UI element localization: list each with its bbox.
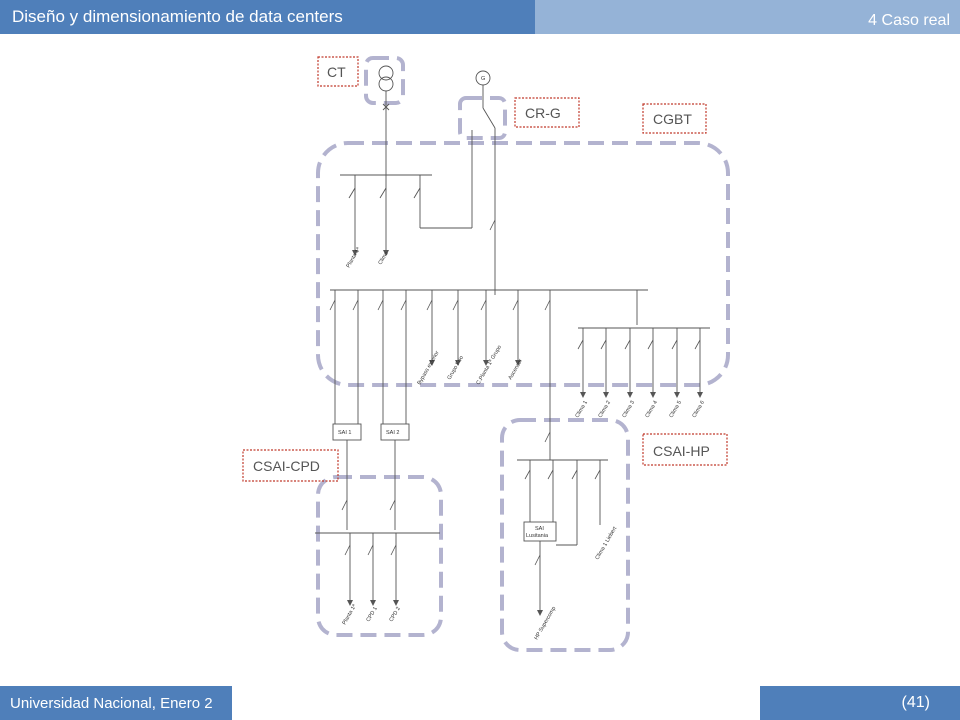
clima-load-label: Clima 4 (645, 400, 660, 419)
sai-lusitania-label-2: Lusitania (526, 533, 549, 539)
csai-hp-region (500, 418, 630, 652)
csai-hp-label: CSAI-HP (653, 443, 710, 459)
transformer-icon (378, 65, 394, 81)
sai-lusitania-label: SAI (535, 526, 544, 532)
clima-load-label: Clima 3 (622, 400, 637, 419)
footer-page-bar: (41) (760, 686, 960, 720)
csai-cpd-tag (242, 449, 339, 482)
sai1-label: SAI 1 (338, 430, 351, 436)
cpd-load-label: Planta 1ª (341, 602, 359, 626)
page-title: Diseño y dimensionamiento de data center… (12, 7, 343, 26)
clima-load-label: Clima 6 (692, 400, 707, 419)
clima-load-label: Clima 5 (669, 400, 684, 419)
ct-tag (317, 56, 359, 87)
csai-cpd-label: CSAI-CPD (253, 458, 320, 474)
main-load-label: Grupo Frío (447, 355, 465, 381)
clima-load-label: Clima 1 (575, 400, 590, 419)
top-load-label: Clima (378, 250, 391, 266)
main-load-label: C.Planta 1ª Grupo (475, 344, 503, 386)
footer-institution-bar: Universidad Nacional, Enero 2 (0, 686, 232, 720)
crg-region (458, 96, 507, 140)
csai-hp-tag (642, 433, 728, 466)
page-number: (41) (901, 694, 930, 711)
ct-label: CT (327, 64, 346, 80)
cgbt-label: CGBT (653, 111, 692, 127)
hp-load-label: HP Supercomp (534, 606, 558, 641)
csai-cpd-region (316, 475, 443, 637)
cgbt-region (316, 141, 730, 387)
crg-label: CR-G (525, 105, 561, 121)
section-label: 4 Caso real (868, 12, 950, 29)
hp-load-label: Clima 1 Liebert (595, 526, 619, 561)
footer-institution: Universidad Nacional, Enero 2 (10, 695, 213, 712)
cgbt-tag (642, 103, 707, 134)
generator-letter: G (481, 76, 485, 82)
header-section-bar: 4 Caso real (535, 0, 960, 34)
cpd-load-label: CPD 2 (389, 606, 402, 623)
header-title-bar: Diseño y dimensionamiento de data center… (0, 0, 535, 34)
crg-tag (514, 97, 580, 128)
sai2-label: SAI 2 (386, 430, 399, 436)
top-load-label: Planta 1ª (345, 245, 363, 269)
clima-load-label: Clima 2 (598, 400, 613, 419)
main-load-label: Bypass exterior (417, 350, 441, 386)
cpd-load-label: CPD 1 (366, 606, 379, 623)
ct-region (364, 56, 405, 105)
